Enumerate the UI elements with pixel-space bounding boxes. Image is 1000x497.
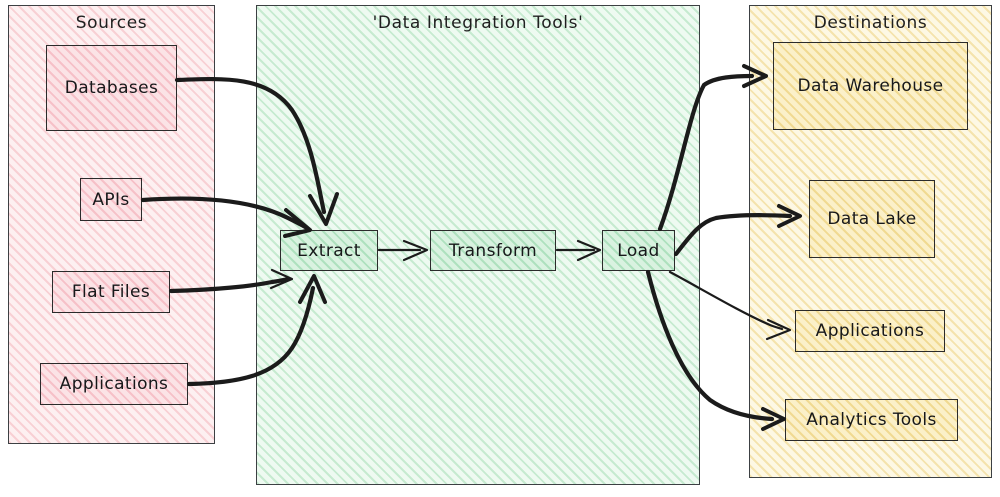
- node-applications-dest-label: Applications: [815, 321, 925, 341]
- node-apis-label: APIs: [92, 189, 130, 210]
- node-databases-label: Databases: [64, 78, 159, 98]
- node-analytics-tools[interactable]: Analytics Tools: [785, 399, 958, 441]
- node-data-lake[interactable]: Data Lake: [809, 180, 935, 258]
- node-transform[interactable]: Transform: [430, 230, 556, 271]
- node-extract-label: Extract: [297, 240, 361, 261]
- node-transform-label: Transform: [448, 240, 538, 261]
- node-flat-files[interactable]: Flat Files: [52, 271, 170, 313]
- node-applications-dest[interactable]: Applications: [795, 310, 945, 352]
- panel-integration-title: 'Data Integration Tools': [372, 13, 584, 33]
- node-data-lake-label: Data Lake: [827, 209, 917, 229]
- panel-sources-title: Sources: [75, 13, 148, 33]
- node-load-label: Load: [617, 240, 660, 261]
- node-apis[interactable]: APIs: [80, 178, 142, 221]
- node-data-warehouse-label: Data Warehouse: [797, 76, 944, 96]
- panel-destinations-title: Destinations: [813, 13, 928, 33]
- node-applications-source-label: Applications: [59, 374, 169, 394]
- node-analytics-tools-label: Analytics Tools: [806, 410, 937, 430]
- node-applications-source[interactable]: Applications: [40, 363, 188, 405]
- node-load[interactable]: Load: [602, 230, 675, 271]
- node-databases[interactable]: Databases: [46, 45, 177, 131]
- node-flat-files-label: Flat Files: [71, 282, 151, 302]
- node-extract[interactable]: Extract: [280, 230, 378, 271]
- node-data-warehouse[interactable]: Data Warehouse: [773, 42, 968, 130]
